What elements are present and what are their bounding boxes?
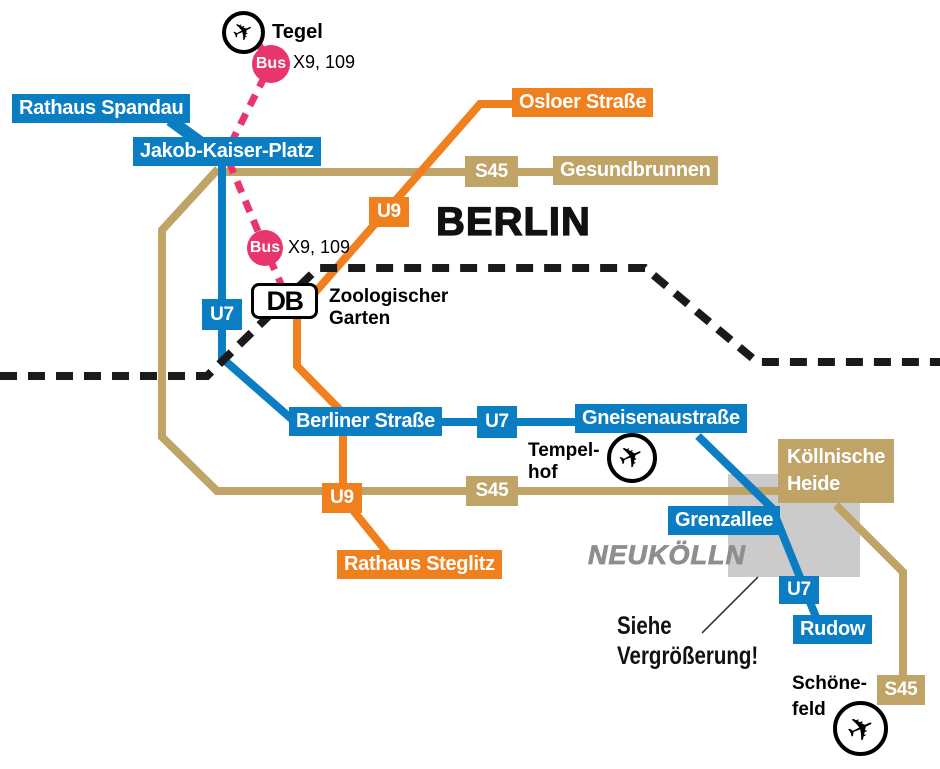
- note-line1: Siehe: [617, 612, 672, 640]
- tempelhof-line1: Tempel-: [528, 440, 600, 461]
- station-label-rathaus-steglitz: Rathaus Steglitz: [337, 550, 502, 579]
- bus-routes-zoo: X9, 109: [288, 237, 351, 257]
- station-label-zoologischer-garten: Zoologischer Garten: [329, 286, 448, 330]
- bus-route-line-lower: [225, 160, 289, 295]
- koellnische-line: Köllnische: [787, 446, 886, 468]
- garten-line: Garten: [329, 308, 391, 329]
- schoenefeld-line1: Schöne-: [792, 673, 867, 694]
- airplane-icon: ✈: [613, 437, 651, 478]
- station-label-gesundbrunnen: Gesundbrunnen: [553, 156, 718, 185]
- enlargement-note: Siehe Vergrößerung!: [617, 611, 758, 671]
- schoenefeld-airport-label: Schöne- feld: [792, 671, 867, 723]
- station-label-gneisenaustrasse: Gneisenaustraße: [575, 404, 747, 433]
- u7-badge-southeast: U7: [779, 576, 819, 604]
- u9-badge-top: U9: [369, 197, 409, 227]
- neukoelln-district-label: NEUKÖLLN: [588, 540, 746, 571]
- airplane-icon: ✈: [227, 14, 259, 50]
- heide-line: Heide: [787, 473, 840, 495]
- s45-airport-line: [833, 502, 907, 688]
- city-boundary-dashed-line: [0, 264, 940, 380]
- zoologischer-line: Zoologischer: [329, 286, 449, 307]
- tegel-airport-label: Tegel: [272, 21, 323, 43]
- station-label-osloer-strasse: Osloer Straße: [512, 88, 654, 117]
- station-label-jakob-kaiser-platz: Jakob-Kaiser-Platz: [133, 137, 321, 166]
- s45-badge-bottom: S45: [877, 675, 925, 705]
- tempelhof-airport-icon: ✈: [607, 433, 657, 483]
- schoenefeld-airport-icon: ✈: [833, 701, 888, 756]
- note-line2: Vergrößerung!: [617, 642, 759, 670]
- airplane-icon: ✈: [840, 705, 881, 752]
- tegel-airport-icon: ✈: [222, 11, 265, 54]
- berlin-title: BERLIN: [435, 199, 591, 244]
- station-label-berliner-strasse: Berliner Straße: [289, 407, 442, 436]
- station-label-koellnische-heide: Köllnische Heide: [778, 439, 895, 503]
- s45-badge-top: S45: [465, 156, 518, 187]
- u7-badge-left: U7: [202, 299, 242, 330]
- enlargement-pointer-line: [701, 576, 759, 634]
- bus-badge-zoo: Bus: [247, 230, 283, 266]
- s45-ring-line: [158, 166, 780, 495]
- station-label-rudow: Rudow: [793, 615, 873, 644]
- db-logo: DB: [251, 283, 318, 319]
- u7-line: [218, 163, 650, 426]
- station-label-rathaus-spandau: Rathaus Spandau: [12, 94, 191, 123]
- tempelhof-line2: hof: [528, 462, 558, 483]
- u9-badge-bottom: U9: [322, 483, 362, 513]
- tempelhof-airport-label: Tempel- hof: [528, 440, 599, 484]
- s45-badge-mid: S45: [466, 476, 518, 506]
- schoenefeld-line2: feld: [792, 699, 826, 720]
- station-label-grenzallee: Grenzallee: [668, 506, 781, 535]
- bus-routes-tegel: X9, 109: [293, 52, 356, 72]
- bus-badge-tegel: Bus: [252, 45, 290, 83]
- u7-badge-mid: U7: [477, 406, 517, 438]
